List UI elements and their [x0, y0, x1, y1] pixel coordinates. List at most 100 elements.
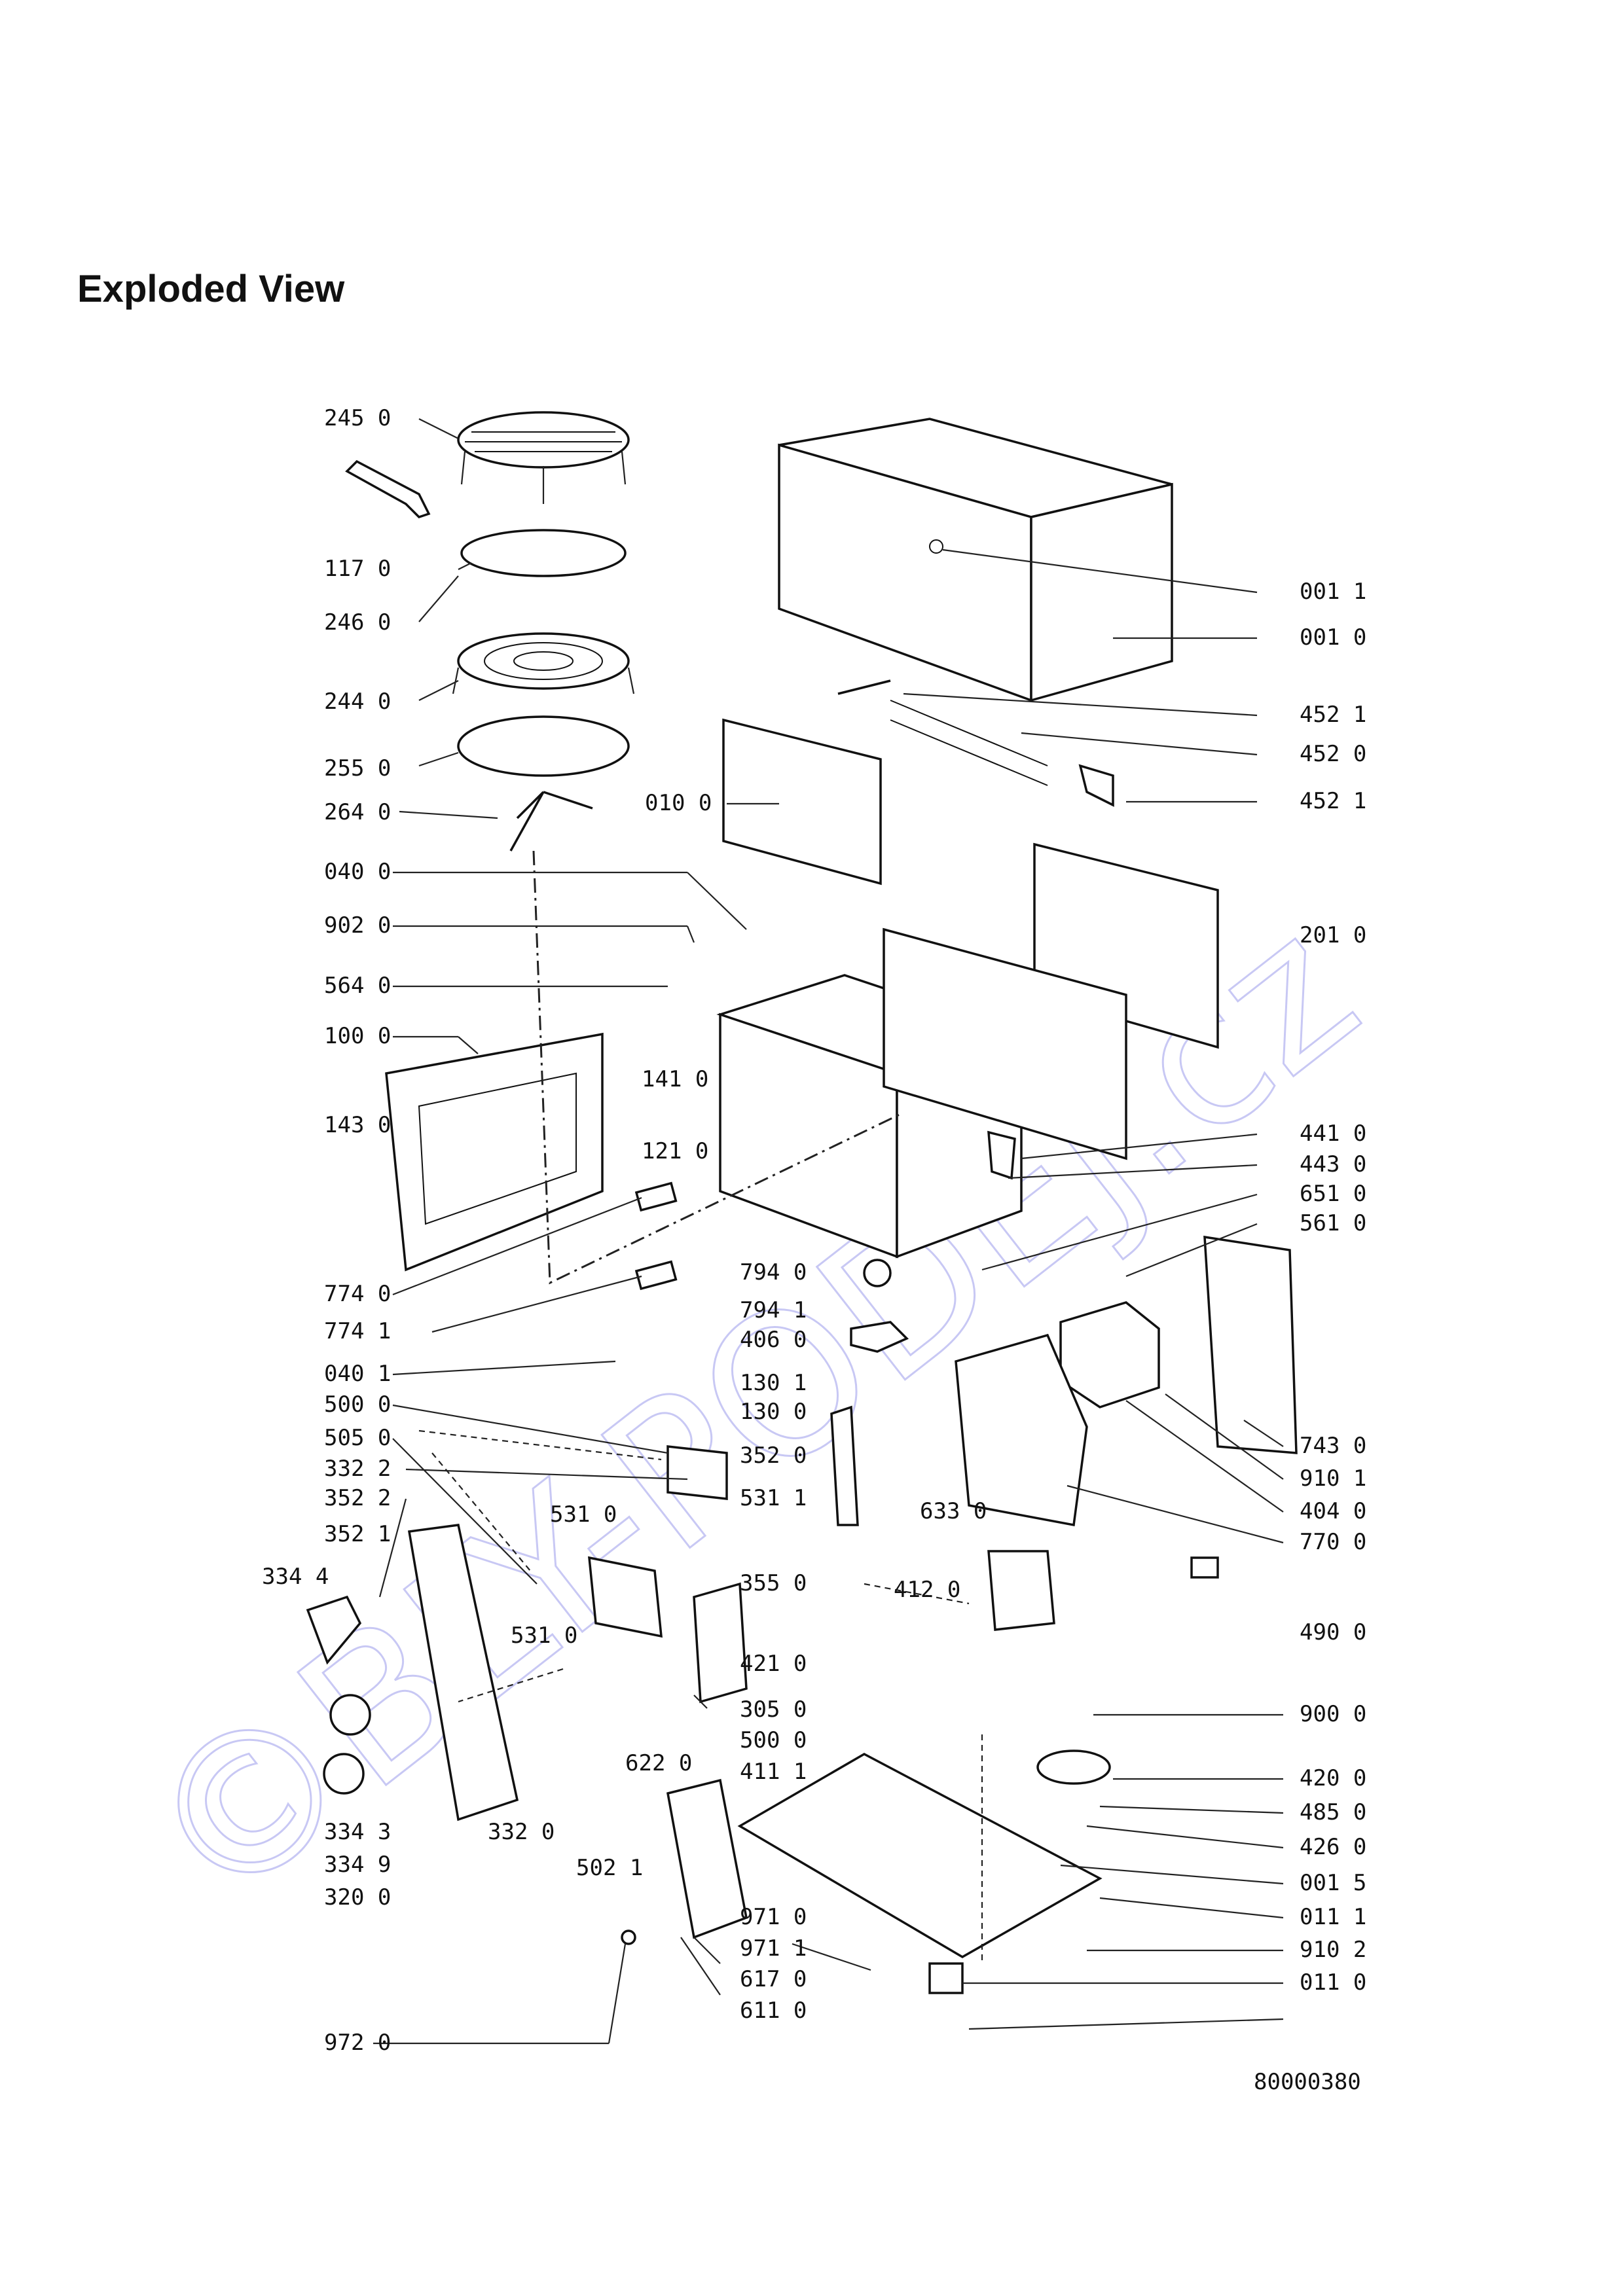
callout-label: 352 1	[324, 1521, 391, 1547]
part-knob-334-3	[329, 1694, 371, 1736]
part-coupler-794	[863, 1259, 892, 1287]
callout-label: 011 1	[1300, 1904, 1366, 1930]
part-roller-264	[509, 791, 593, 852]
callout-label: 564 0	[324, 973, 391, 999]
right-labels: 001 1 001 0 452 1 452 0 452 1 201 0 441 …	[1300, 579, 1366, 1996]
callout-label: 452 1	[1300, 702, 1366, 728]
callout-label: 130 1	[740, 1370, 807, 1396]
callout-label: 633 0	[920, 1498, 987, 1524]
callout-label: 441 0	[1300, 1121, 1366, 1147]
callout-label: 531 0	[511, 1623, 577, 1649]
callout-label: 622 0	[625, 1750, 692, 1776]
callout-label: 490 0	[1300, 1619, 1366, 1645]
callout-label: 611 0	[740, 1998, 807, 2024]
part-grill-244	[452, 632, 635, 694]
callout-label: 143 0	[324, 1112, 391, 1138]
callout-label: 971 0	[740, 1904, 807, 1930]
callout-label: 334 9	[324, 1852, 391, 1878]
center-labels: 010 0 141 0 121 0 794 0 794 1 406 0 130 …	[488, 790, 987, 2024]
callout-label: 117 0	[324, 556, 391, 582]
callout-label: 426 0	[1300, 1834, 1366, 1860]
part-handle-117	[345, 459, 431, 519]
callout-label: 201 0	[1300, 922, 1366, 948]
callout-label: 255 0	[324, 755, 391, 781]
callout-label: 305 0	[740, 1696, 807, 1723]
callout-label: 531 0	[550, 1501, 617, 1528]
callout-label: 743 0	[1300, 1433, 1366, 1459]
callout-label: 971 1	[740, 1935, 807, 1962]
callout-label: 332 2	[324, 1456, 391, 1482]
part-transformer-412	[987, 1550, 1055, 1631]
part-capacitor-420	[1036, 1749, 1111, 1785]
callout-label: 794 1	[740, 1297, 807, 1323]
part-wire-490	[1190, 1556, 1219, 1579]
part-transformer-404	[1059, 1301, 1160, 1408]
callout-label: 910 1	[1300, 1465, 1366, 1492]
callout-label: 352 0	[740, 1443, 807, 1469]
callout-label: 774 0	[324, 1281, 391, 1307]
callout-label: 001 5	[1300, 1870, 1366, 1896]
callout-label: 244 0	[324, 689, 391, 715]
callout-label: 332 0	[488, 1819, 555, 1845]
part-pcb-421	[693, 1582, 748, 1704]
part-door	[385, 1032, 604, 1272]
callout-label: 264 0	[324, 799, 391, 825]
callout-label: 972 0	[324, 2030, 391, 2056]
part-window-010	[722, 718, 882, 886]
part-side-panel	[883, 927, 1127, 1160]
callout-label: 505 0	[324, 1425, 391, 1451]
part-knob-334-9	[323, 1753, 365, 1795]
callout-label: 352 2	[324, 1485, 391, 1511]
callout-label: 001 1	[1300, 579, 1366, 605]
part-outer-case	[778, 418, 1173, 702]
callout-label: 910 2	[1300, 1937, 1366, 1963]
callout-label: 121 0	[642, 1138, 708, 1164]
part-control-panel-320	[407, 1524, 519, 1821]
callout-label: 355 0	[740, 1570, 807, 1596]
callout-label: 561 0	[1300, 1210, 1366, 1236]
callout-label: 500 0	[324, 1391, 391, 1418]
callout-label: 420 0	[1300, 1765, 1366, 1791]
part-motor-406	[850, 1321, 909, 1353]
part-knob-334-4	[306, 1595, 362, 1665]
part-control-board-531	[666, 1445, 728, 1500]
callout-label: 421 0	[740, 1651, 807, 1677]
callout-label: 412 0	[894, 1577, 960, 1603]
page-title: Exploded View	[77, 268, 345, 310]
callout-label: 902 0	[324, 912, 391, 939]
callout-label: 246 0	[324, 609, 391, 636]
callout-label: 001 0	[1300, 624, 1366, 651]
part-fan-441	[987, 1130, 1016, 1180]
part-hinge-774-1	[634, 1260, 678, 1291]
assembly-axis	[532, 850, 904, 1285]
callout-label: 770 0	[1300, 1529, 1366, 1555]
part-plate-246	[460, 529, 627, 577]
callout-label: 452 1	[1300, 788, 1366, 814]
part-base-001-5	[737, 1753, 1103, 1959]
part-feet-011	[928, 1962, 964, 1994]
callout-label: 040 1	[324, 1361, 391, 1387]
dashed-connections	[418, 1429, 983, 1964]
callout-label: 617 0	[740, 1966, 807, 1992]
callout-label: 452 0	[1300, 741, 1366, 767]
part-bracket-770	[955, 1333, 1088, 1527]
part-rails-452	[837, 679, 1114, 807]
callout-label: 406 0	[740, 1327, 807, 1353]
callout-label: 010 0	[645, 790, 712, 816]
callout-label: 900 0	[1300, 1701, 1366, 1727]
part-turntable-255	[457, 715, 630, 777]
part-panel-cover	[588, 1556, 663, 1638]
callout-label: 130 0	[740, 1399, 807, 1425]
callout-label: 320 0	[324, 1884, 391, 1910]
part-duct-743	[1203, 1235, 1298, 1454]
callout-label: 141 0	[642, 1066, 708, 1092]
callout-label: 794 0	[740, 1259, 807, 1285]
drawing-number: 80000380	[1254, 2069, 1361, 2095]
callout-label: 040 0	[324, 859, 391, 885]
callout-label: 245 0	[324, 405, 391, 431]
part-foot-972	[621, 1929, 636, 1945]
callout-label: 100 0	[324, 1023, 391, 1049]
callout-label: 531 1	[740, 1485, 807, 1511]
callout-label: 651 0	[1300, 1181, 1366, 1207]
